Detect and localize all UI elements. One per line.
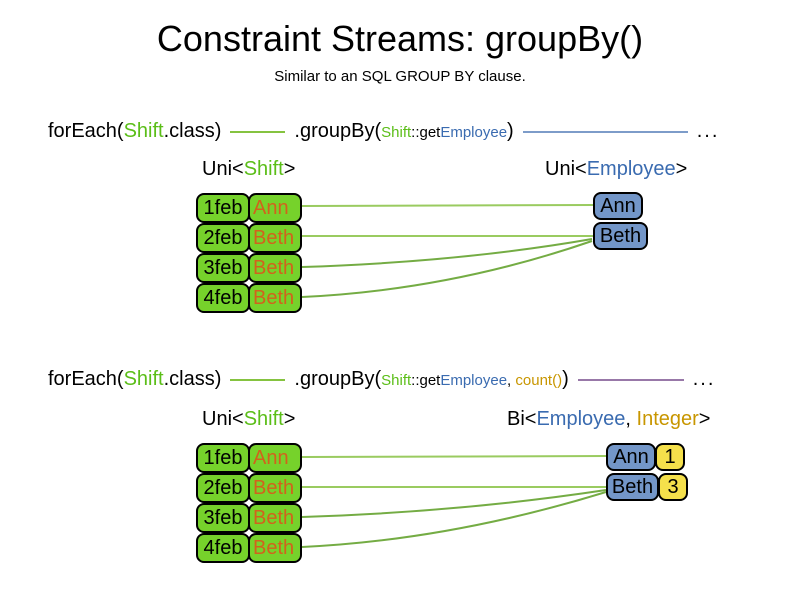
groupby-close: ) <box>507 120 514 142</box>
foreach-close: .class) <box>163 368 222 390</box>
shift-date-cell: 2feb <box>196 473 250 503</box>
shift-row: 3feb Beth <box>196 253 304 283</box>
shift-employee-cell: Beth <box>248 503 302 533</box>
ellipsis: ... <box>696 120 720 142</box>
shift-row: 4feb Beth <box>196 283 304 313</box>
employee-box: Beth <box>593 222 648 250</box>
foreach-class-arg: Shift <box>123 368 164 390</box>
stream-segment-purple <box>577 379 684 381</box>
shift-date-cell: 3feb <box>196 253 250 283</box>
shift-row: 3feb Beth <box>196 503 304 533</box>
type-post: > <box>283 158 296 180</box>
type-param: Employee <box>586 158 676 180</box>
foreach-call: forEach( <box>48 120 124 142</box>
foreach-close: .class) <box>163 120 222 142</box>
type-param: Shift <box>243 158 284 180</box>
methodref-separator: ::get <box>411 372 441 389</box>
shift-employee-cell: Ann <box>248 193 302 223</box>
methodref-property: Employee <box>440 372 508 389</box>
connector-s1-ann <box>301 204 595 207</box>
shift-date-cell: 1feb <box>196 193 250 223</box>
type-pre: Uni< <box>202 408 244 430</box>
group-results-1: Ann Beth <box>593 192 648 252</box>
connector-s1-beth3 <box>301 240 593 298</box>
type-param2: Integer <box>636 408 699 430</box>
foreach-class-arg: Shift <box>123 120 164 142</box>
shift-employee-cell: Beth <box>248 283 302 313</box>
shift-date-cell: 3feb <box>196 503 250 533</box>
shift-date-cell: 1feb <box>196 443 250 473</box>
count-box: 1 <box>655 443 685 471</box>
methodref-property: Employee <box>440 124 508 141</box>
shift-row: 1feb Ann <box>196 443 304 473</box>
shift-row: 4feb Beth <box>196 533 304 563</box>
connector-s2-ann <box>301 455 609 458</box>
shift-table-1: 1feb Ann 2feb Beth 3feb Beth 4feb Beth <box>196 193 304 313</box>
stream-segment-green <box>230 379 286 381</box>
connector-s2-beth3 <box>301 491 607 548</box>
shift-row: 1feb Ann <box>196 193 304 223</box>
code-line-1: forEach(Shift.class) .groupBy(Shift::get… <box>48 118 719 146</box>
shift-row: 2feb Beth <box>196 473 304 503</box>
employee-box: Ann <box>606 443 656 471</box>
type-post: > <box>698 408 711 430</box>
slide-subtitle: Similar to an SQL GROUP BY clause. <box>274 68 526 85</box>
shift-row: 2feb Beth <box>196 223 304 253</box>
group-row: Beth 3 <box>606 473 688 501</box>
result-type-label-2: Bi<Employee, Integer> <box>507 408 710 431</box>
group-results-2: Ann 1 Beth 3 <box>606 443 688 503</box>
code-line-2: forEach(Shift.class) .groupBy(Shift::get… <box>48 366 715 394</box>
foreach-call: forEach( <box>48 368 124 390</box>
type-pre: Uni< <box>202 158 244 180</box>
type-pre: Uni< <box>545 158 587 180</box>
type-pre: Bi< <box>507 408 537 430</box>
type-param: Employee <box>536 408 626 430</box>
ellipsis: ... <box>692 368 716 390</box>
source-type-label-2: Uni<Shift> <box>202 408 295 431</box>
connector-s2-beth2 <box>301 489 607 518</box>
shift-employee-cell: Ann <box>248 443 302 473</box>
count-collector: count() <box>515 372 563 389</box>
group-row: Ann 1 <box>606 443 688 471</box>
slide-title: Constraint Streams: groupBy() <box>156 18 644 59</box>
methodref-separator: ::get <box>411 124 441 141</box>
shift-date-cell: 2feb <box>196 223 250 253</box>
comma: , <box>507 372 516 389</box>
shift-date-cell: 4feb <box>196 533 250 563</box>
type-comma: , <box>625 408 637 430</box>
employee-box: Ann <box>593 192 643 220</box>
type-param: Shift <box>243 408 284 430</box>
connector-s1-beth2 <box>301 238 593 268</box>
shift-employee-cell: Beth <box>248 533 302 563</box>
employee-box: Beth <box>606 473 659 501</box>
shift-employee-cell: Beth <box>248 473 302 503</box>
groupby-close: ) <box>562 368 569 390</box>
type-post: > <box>675 158 688 180</box>
shift-employee-cell: Beth <box>248 253 302 283</box>
group-row: Beth <box>593 222 648 250</box>
stream-segment-blue <box>522 131 688 133</box>
groupby-call: .groupBy( <box>294 120 382 142</box>
methodref-class: Shift <box>381 124 412 141</box>
source-type-label-1: Uni<Shift> <box>202 158 295 181</box>
count-box: 3 <box>658 473 688 501</box>
methodref-class: Shift <box>381 372 412 389</box>
groupby-call: .groupBy( <box>294 368 382 390</box>
stream-segment-green <box>230 131 286 133</box>
type-post: > <box>283 408 296 430</box>
shift-table-2: 1feb Ann 2feb Beth 3feb Beth 4feb Beth <box>196 443 304 563</box>
shift-date-cell: 4feb <box>196 283 250 313</box>
group-row: Ann <box>593 192 648 220</box>
result-type-label-1: Uni<Employee> <box>545 158 687 181</box>
shift-employee-cell: Beth <box>248 223 302 253</box>
